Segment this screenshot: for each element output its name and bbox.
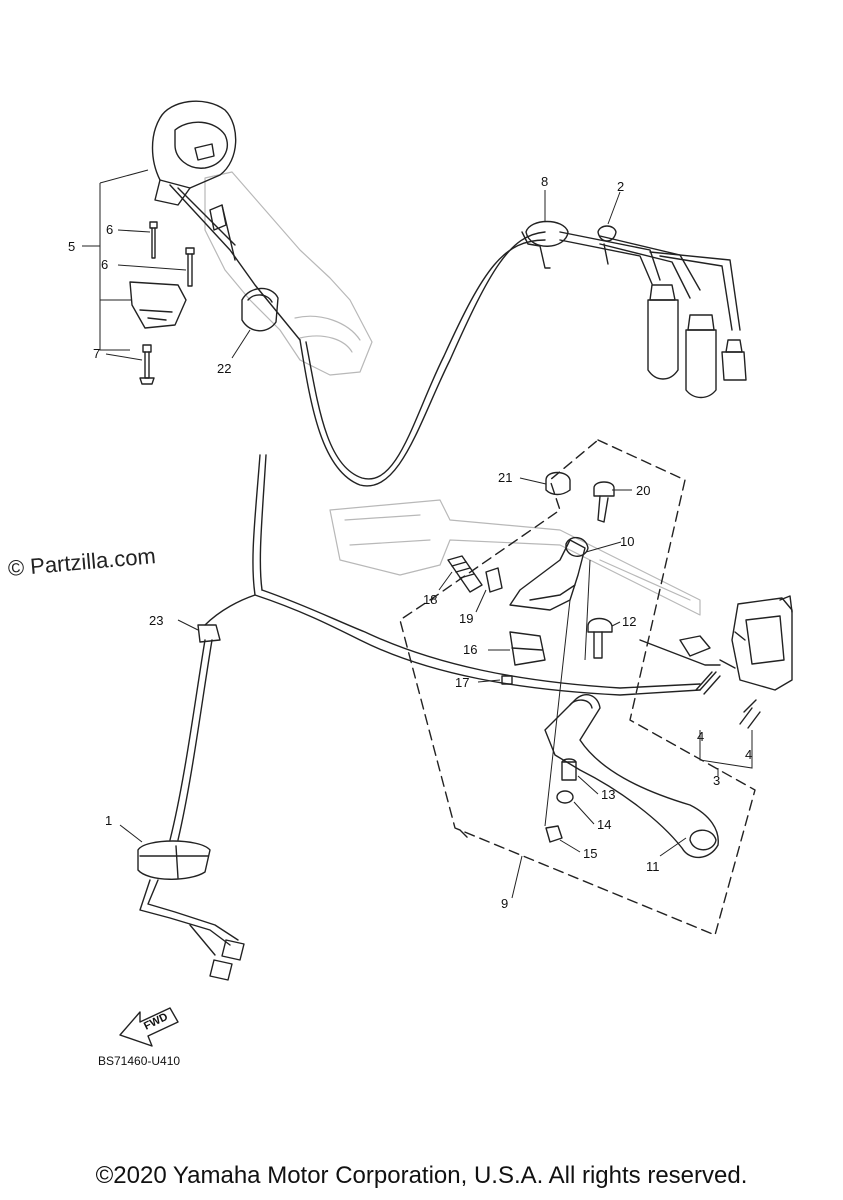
switch-lower-cover (129, 281, 187, 329)
oring-14 (556, 790, 574, 804)
tie-2 (597, 225, 617, 265)
switch-16 (509, 631, 546, 666)
handlebar-ghost-center (329, 499, 701, 616)
callout-20: 20 (636, 483, 651, 498)
connector-plug (721, 339, 747, 381)
sensor-1 (137, 840, 211, 880)
screw-4-a (695, 671, 721, 695)
bushing-13 (561, 758, 577, 781)
callout-4-b: 4 (745, 747, 753, 762)
sensor-plug-b (209, 959, 233, 981)
callout-22: 22 (217, 361, 232, 376)
screw-4-b (739, 699, 761, 729)
callout-6-b: 6 (101, 257, 109, 272)
nut-15 (545, 825, 563, 843)
callout-1: 1 (105, 813, 113, 828)
callout-11: 11 (646, 859, 660, 874)
left-handlebar-switch (151, 100, 301, 341)
cable-main (299, 231, 546, 487)
bracket-10 (509, 537, 589, 611)
cap-21 (545, 471, 571, 496)
callout-10: 10 (620, 534, 635, 549)
fwd-arrow-icon (119, 1007, 179, 1047)
callout-23: 23 (149, 613, 164, 628)
clip-23 (197, 624, 221, 643)
copyright-notice: ©2020 Yamaha Motor Corporation, U.S.A. A… (95, 1162, 748, 1189)
leader-lines (82, 169, 753, 899)
connector-boot-a (647, 284, 679, 380)
right-handlebar-switch (719, 595, 793, 691)
callout-2: 2 (617, 179, 625, 194)
bolt-18 (447, 555, 483, 593)
callout-15: 15 (583, 846, 598, 861)
callout-17: 17 (455, 675, 470, 690)
diagram-code: BS71460-U410 (98, 1054, 181, 1068)
connector-boot-b (685, 314, 717, 399)
band-8 (521, 220, 569, 269)
lever-11 (544, 694, 719, 859)
callout-21: 21 (498, 470, 513, 485)
callout-12: 12 (622, 614, 637, 629)
screw-17 (501, 675, 513, 685)
callout-7: 7 (93, 346, 101, 361)
screw-6-b (185, 247, 195, 287)
sensor-plug-a (221, 939, 245, 961)
fwd-label: FWD (142, 1011, 170, 1033)
callout-16: 16 (463, 642, 478, 657)
lever-assembly-outline (399, 439, 756, 936)
screw-7 (139, 344, 155, 385)
callout-8: 8 (541, 174, 549, 189)
bolt-20 (593, 481, 615, 523)
callout-6-a: 6 (106, 222, 114, 237)
handlebar-ghost-upper (204, 171, 373, 376)
harness-lower-left (204, 454, 261, 626)
callout-5: 5 (68, 239, 76, 254)
nut-19 (485, 567, 503, 593)
callout-19: 19 (459, 611, 474, 626)
callout-4-a: 4 (697, 729, 705, 744)
pin-12 (587, 617, 613, 659)
callout-9: 9 (501, 896, 509, 911)
callout-13: 13 (601, 787, 616, 802)
clamp-22 (241, 287, 279, 332)
callout-18: 18 (423, 592, 438, 607)
callout-3: 3 (713, 773, 721, 788)
screw-6-a (149, 221, 158, 259)
callout-14: 14 (597, 817, 612, 832)
